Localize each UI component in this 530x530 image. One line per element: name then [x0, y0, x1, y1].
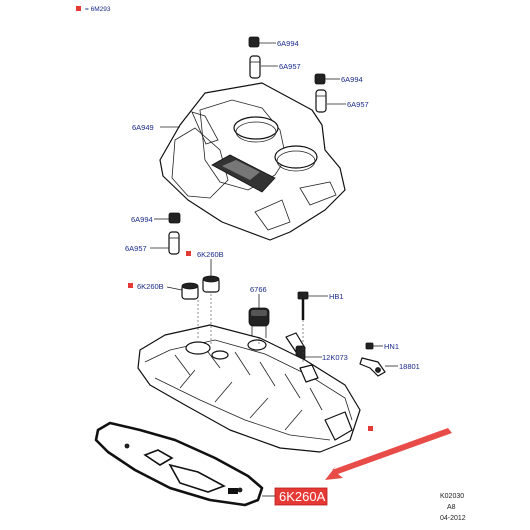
stud-left-icon [168, 212, 181, 255]
label-nut: HN1 [384, 342, 399, 351]
label-stud-top-1: 6A994 [277, 39, 299, 48]
arrow-icon [325, 428, 452, 480]
gasket-icon [94, 421, 264, 507]
label-cover: 6A949 [132, 123, 154, 132]
footer-rev: A8 [447, 504, 456, 511]
label-bracket: 18801 [399, 362, 420, 371]
valve-cover-icon [137, 294, 361, 453]
label-grommet-left: 6K260B [137, 282, 164, 291]
label-bolt-top-2: 6A957 [347, 100, 369, 109]
label-bolt-right: HB1 [329, 292, 344, 301]
footer-code: K02030 [440, 493, 464, 500]
label-gasket: 6K260A [279, 489, 326, 504]
label-oil-cap: 6766 [250, 285, 267, 294]
footer-date: 04-2012 [440, 515, 466, 522]
marker-grommet-top [186, 251, 191, 256]
oil-cap-icon [248, 307, 270, 338]
legend-marker [76, 6, 81, 11]
grommet-top-icon [181, 275, 220, 300]
marker-valve-cover [368, 426, 373, 431]
label-stud-left: 6A994 [131, 215, 153, 224]
bolt-right-icon [297, 291, 309, 320]
gasket-label-box [274, 487, 328, 506]
engine-cover-icon [159, 82, 346, 241]
label-sensor: 12K073 [322, 353, 348, 362]
stud-top-2-icon [314, 73, 327, 113]
legend-text: = 6M293 [85, 6, 111, 13]
label-stud-top-2: 6A994 [341, 75, 363, 84]
bracket-icon [359, 357, 386, 377]
marker-grommet-left [128, 283, 133, 288]
stud-top-1-icon [248, 36, 261, 79]
nut-icon [365, 342, 374, 350]
label-grommet-top: 6K260B [197, 250, 224, 259]
label-bolt-top-1: 6A957 [279, 62, 301, 71]
label-bolt-left: 6A957 [125, 244, 147, 253]
